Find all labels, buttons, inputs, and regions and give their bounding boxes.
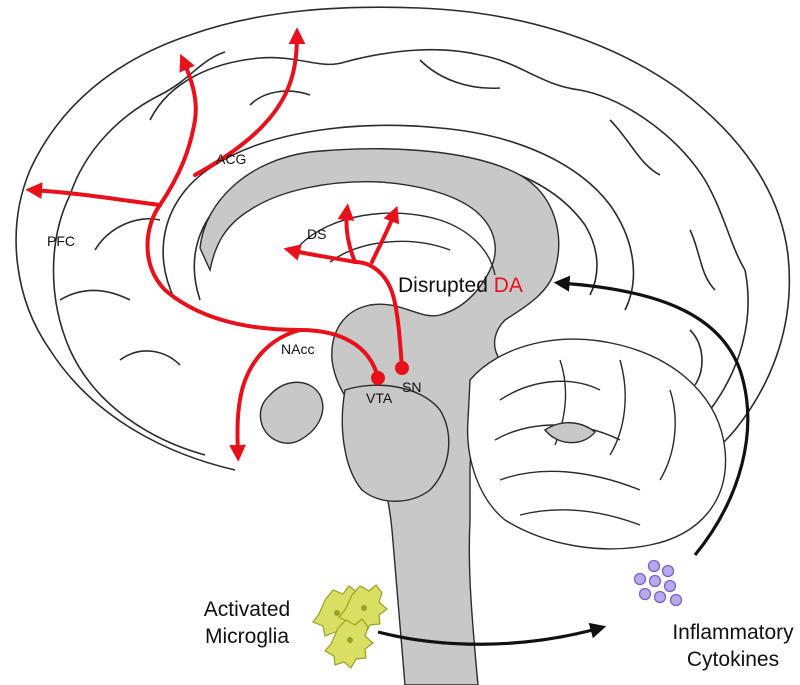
vta-node <box>371 371 385 385</box>
label-pfc: PFC <box>47 233 75 249</box>
microglia-cluster-icon <box>312 584 388 669</box>
label-nacc: NAcc <box>281 341 314 357</box>
label-sn: SN <box>402 379 421 395</box>
sn-node <box>395 361 409 375</box>
label-cytokines: Cytokines <box>687 648 779 671</box>
label-ds: DS <box>307 226 326 242</box>
inflammation-arrows <box>377 275 750 646</box>
label-disrupted-da: Disrupted DA <box>398 274 523 297</box>
cytokines-to-da-arrow <box>553 275 750 557</box>
label-inflammatory: Inflammatory <box>672 621 794 644</box>
cerebellum <box>466 338 727 550</box>
cytokine-cluster-icon <box>633 559 683 607</box>
label-acg: ACG <box>216 151 246 167</box>
dopamine-pathways <box>25 27 404 462</box>
label-vta: VTA <box>366 390 393 406</box>
label-activated: Activated <box>204 598 290 621</box>
label-microglia: Microglia <box>205 625 289 648</box>
inner-structures <box>199 148 566 685</box>
microglia-to-cytokines-arrow <box>377 622 607 646</box>
